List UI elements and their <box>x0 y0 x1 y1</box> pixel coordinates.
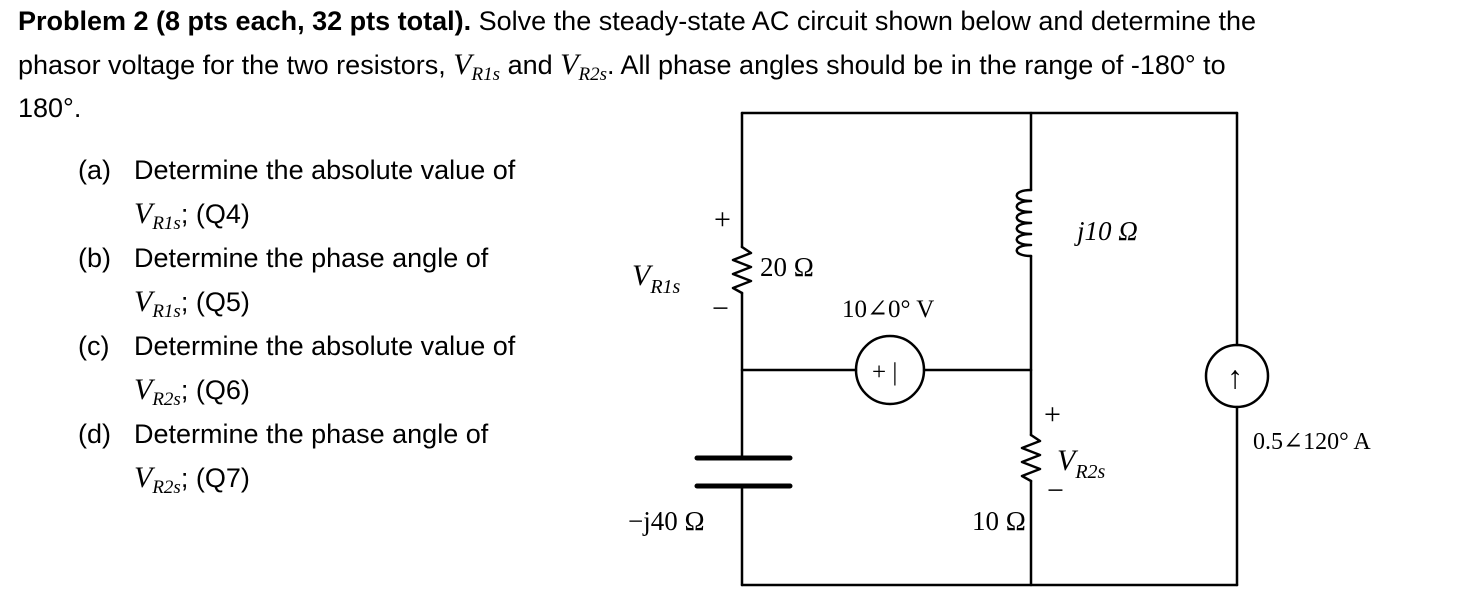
question-label: (d) <box>78 419 111 449</box>
question-text: Determine the absolute value of <box>134 331 516 361</box>
inductor-label: j10 Ω <box>1074 216 1138 246</box>
vr1s-label: VR1s <box>632 259 681 298</box>
question-tail: ; (Q5) <box>180 287 250 317</box>
question-text: Determine the phase angle of <box>134 243 489 273</box>
question-c: (c) Determine the absolute value of VR2s… <box>78 324 598 412</box>
question-label: (b) <box>78 243 111 273</box>
problem-line-2: phasor voltage for the two resistors, VR… <box>18 43 1448 87</box>
question-b: (b) Determine the phase angle of VR1s; (… <box>78 236 598 324</box>
question-tail: ; (Q7) <box>180 463 250 493</box>
question-text: Determine the phase angle of <box>134 419 489 449</box>
var-vr2s: VR2s <box>560 48 607 85</box>
resistor-r2 <box>1020 433 1042 483</box>
vr2s-label: VR2s <box>1057 444 1106 483</box>
problem-intro-2: phasor voltage for the two resistors, <box>18 50 446 80</box>
problem-line-3: 180°. <box>18 87 1448 130</box>
question-label: (c) <box>78 331 110 361</box>
question-list: (a) Determine the absolute value of VR1s… <box>78 148 598 500</box>
question-var: VR1s <box>134 285 181 322</box>
question-a: (a) Determine the absolute value of VR1s… <box>78 148 598 236</box>
question-d: (d) Determine the phase angle of VR2s; (… <box>78 412 598 500</box>
question-var: VR1s <box>134 197 181 234</box>
r1-resistance-label: 20 Ω <box>760 252 814 282</box>
question-tail: ; (Q6) <box>180 375 250 405</box>
problem-intro-4: 180°. <box>18 93 82 123</box>
var-vr1s: VR1s <box>453 48 501 85</box>
r2-minus: − <box>1047 474 1064 507</box>
resistor-r1 <box>731 245 753 295</box>
question-label: (a) <box>78 155 111 185</box>
vsource-symbol: + | <box>872 359 897 386</box>
isource-symbol: ↑ <box>1227 359 1243 395</box>
question-tail: ; (Q4) <box>180 199 250 229</box>
problem-line-1: Problem 2 (8 pts each, 32 pts total). So… <box>18 0 1448 43</box>
question-var: VR2s <box>134 373 181 410</box>
r2-plus: + <box>1044 398 1061 431</box>
r1-minus: − <box>712 292 729 325</box>
question-var: VR2s <box>134 461 181 498</box>
inductor <box>1015 188 1033 258</box>
question-text: Determine the absolute value of <box>134 155 516 185</box>
problem-statement: Problem 2 (8 pts each, 32 pts total). So… <box>18 0 1448 130</box>
problem-intro-1: Solve the steady-state AC circuit shown … <box>478 6 1257 36</box>
capacitor-label: −j40 Ω <box>628 506 705 536</box>
problem-intro-3: . All phase angles should be in the rang… <box>606 50 1226 80</box>
vsource-label: 10∠0° V <box>842 296 934 323</box>
problem-heading: Problem 2 (8 pts each, 32 pts total). <box>18 6 472 36</box>
isource-label: 0.5∠120° A <box>1253 429 1371 455</box>
r1-plus: + <box>714 203 731 236</box>
problem-and: and <box>507 50 553 80</box>
r2-resistance-label: 10 Ω <box>972 506 1026 536</box>
